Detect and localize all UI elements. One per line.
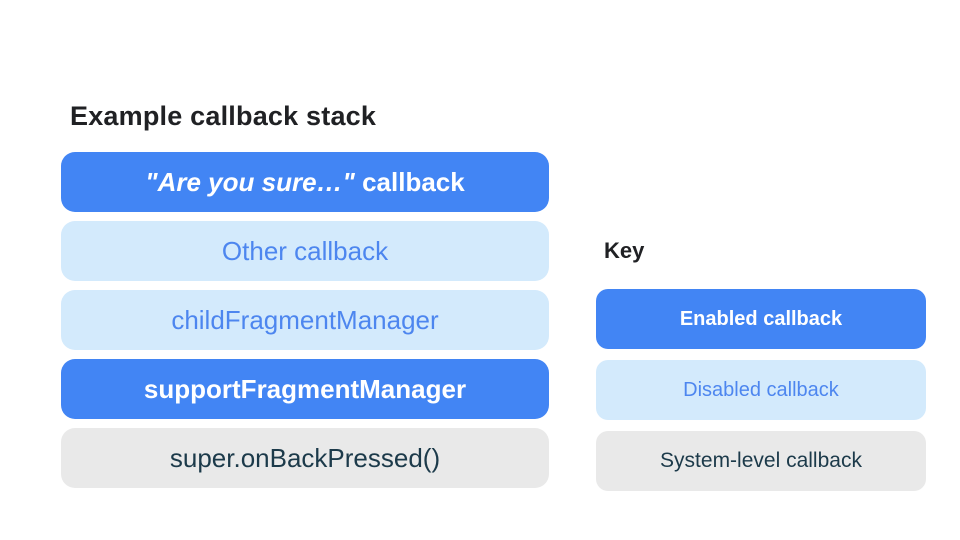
stack-item-are-you-sure-callback: "Are you sure…" callback [61, 152, 549, 212]
key-item-disabled-callback: Disabled callback [596, 360, 926, 420]
key-item-label: System-level callback [660, 449, 862, 472]
key-item-label: Disabled callback [683, 378, 839, 401]
stack-item-label: super.onBackPressed() [169, 442, 441, 473]
stack-item-label: Other callback [221, 235, 389, 266]
stack-item-label: childFragmentManager [171, 304, 439, 335]
stack-item-label: supportFragmentManager [143, 373, 467, 404]
stack-item-label-italic: "Are you sure…" [145, 166, 355, 197]
key-item-label: Enabled callback [679, 307, 843, 330]
callback-stack: "Are you sure…" callback Other callback … [61, 152, 549, 488]
stack-title: Example callback stack [70, 101, 377, 131]
key-legend: Enabled callback Disabled callback Syste… [596, 289, 926, 491]
stack-item-other-callback: Other callback [61, 221, 549, 281]
stack-item-label: callback [354, 166, 465, 197]
stack-item-supportfragmentmanager: supportFragmentManager [61, 359, 549, 419]
key-item-system-level-callback: System-level callback [596, 431, 926, 491]
stack-item-super-onbackpressed: super.onBackPressed() [61, 428, 549, 488]
key-item-enabled-callback: Enabled callback [596, 289, 926, 349]
stack-item-childfragmentmanager: childFragmentManager [61, 290, 549, 350]
key-title: Key [604, 238, 645, 263]
